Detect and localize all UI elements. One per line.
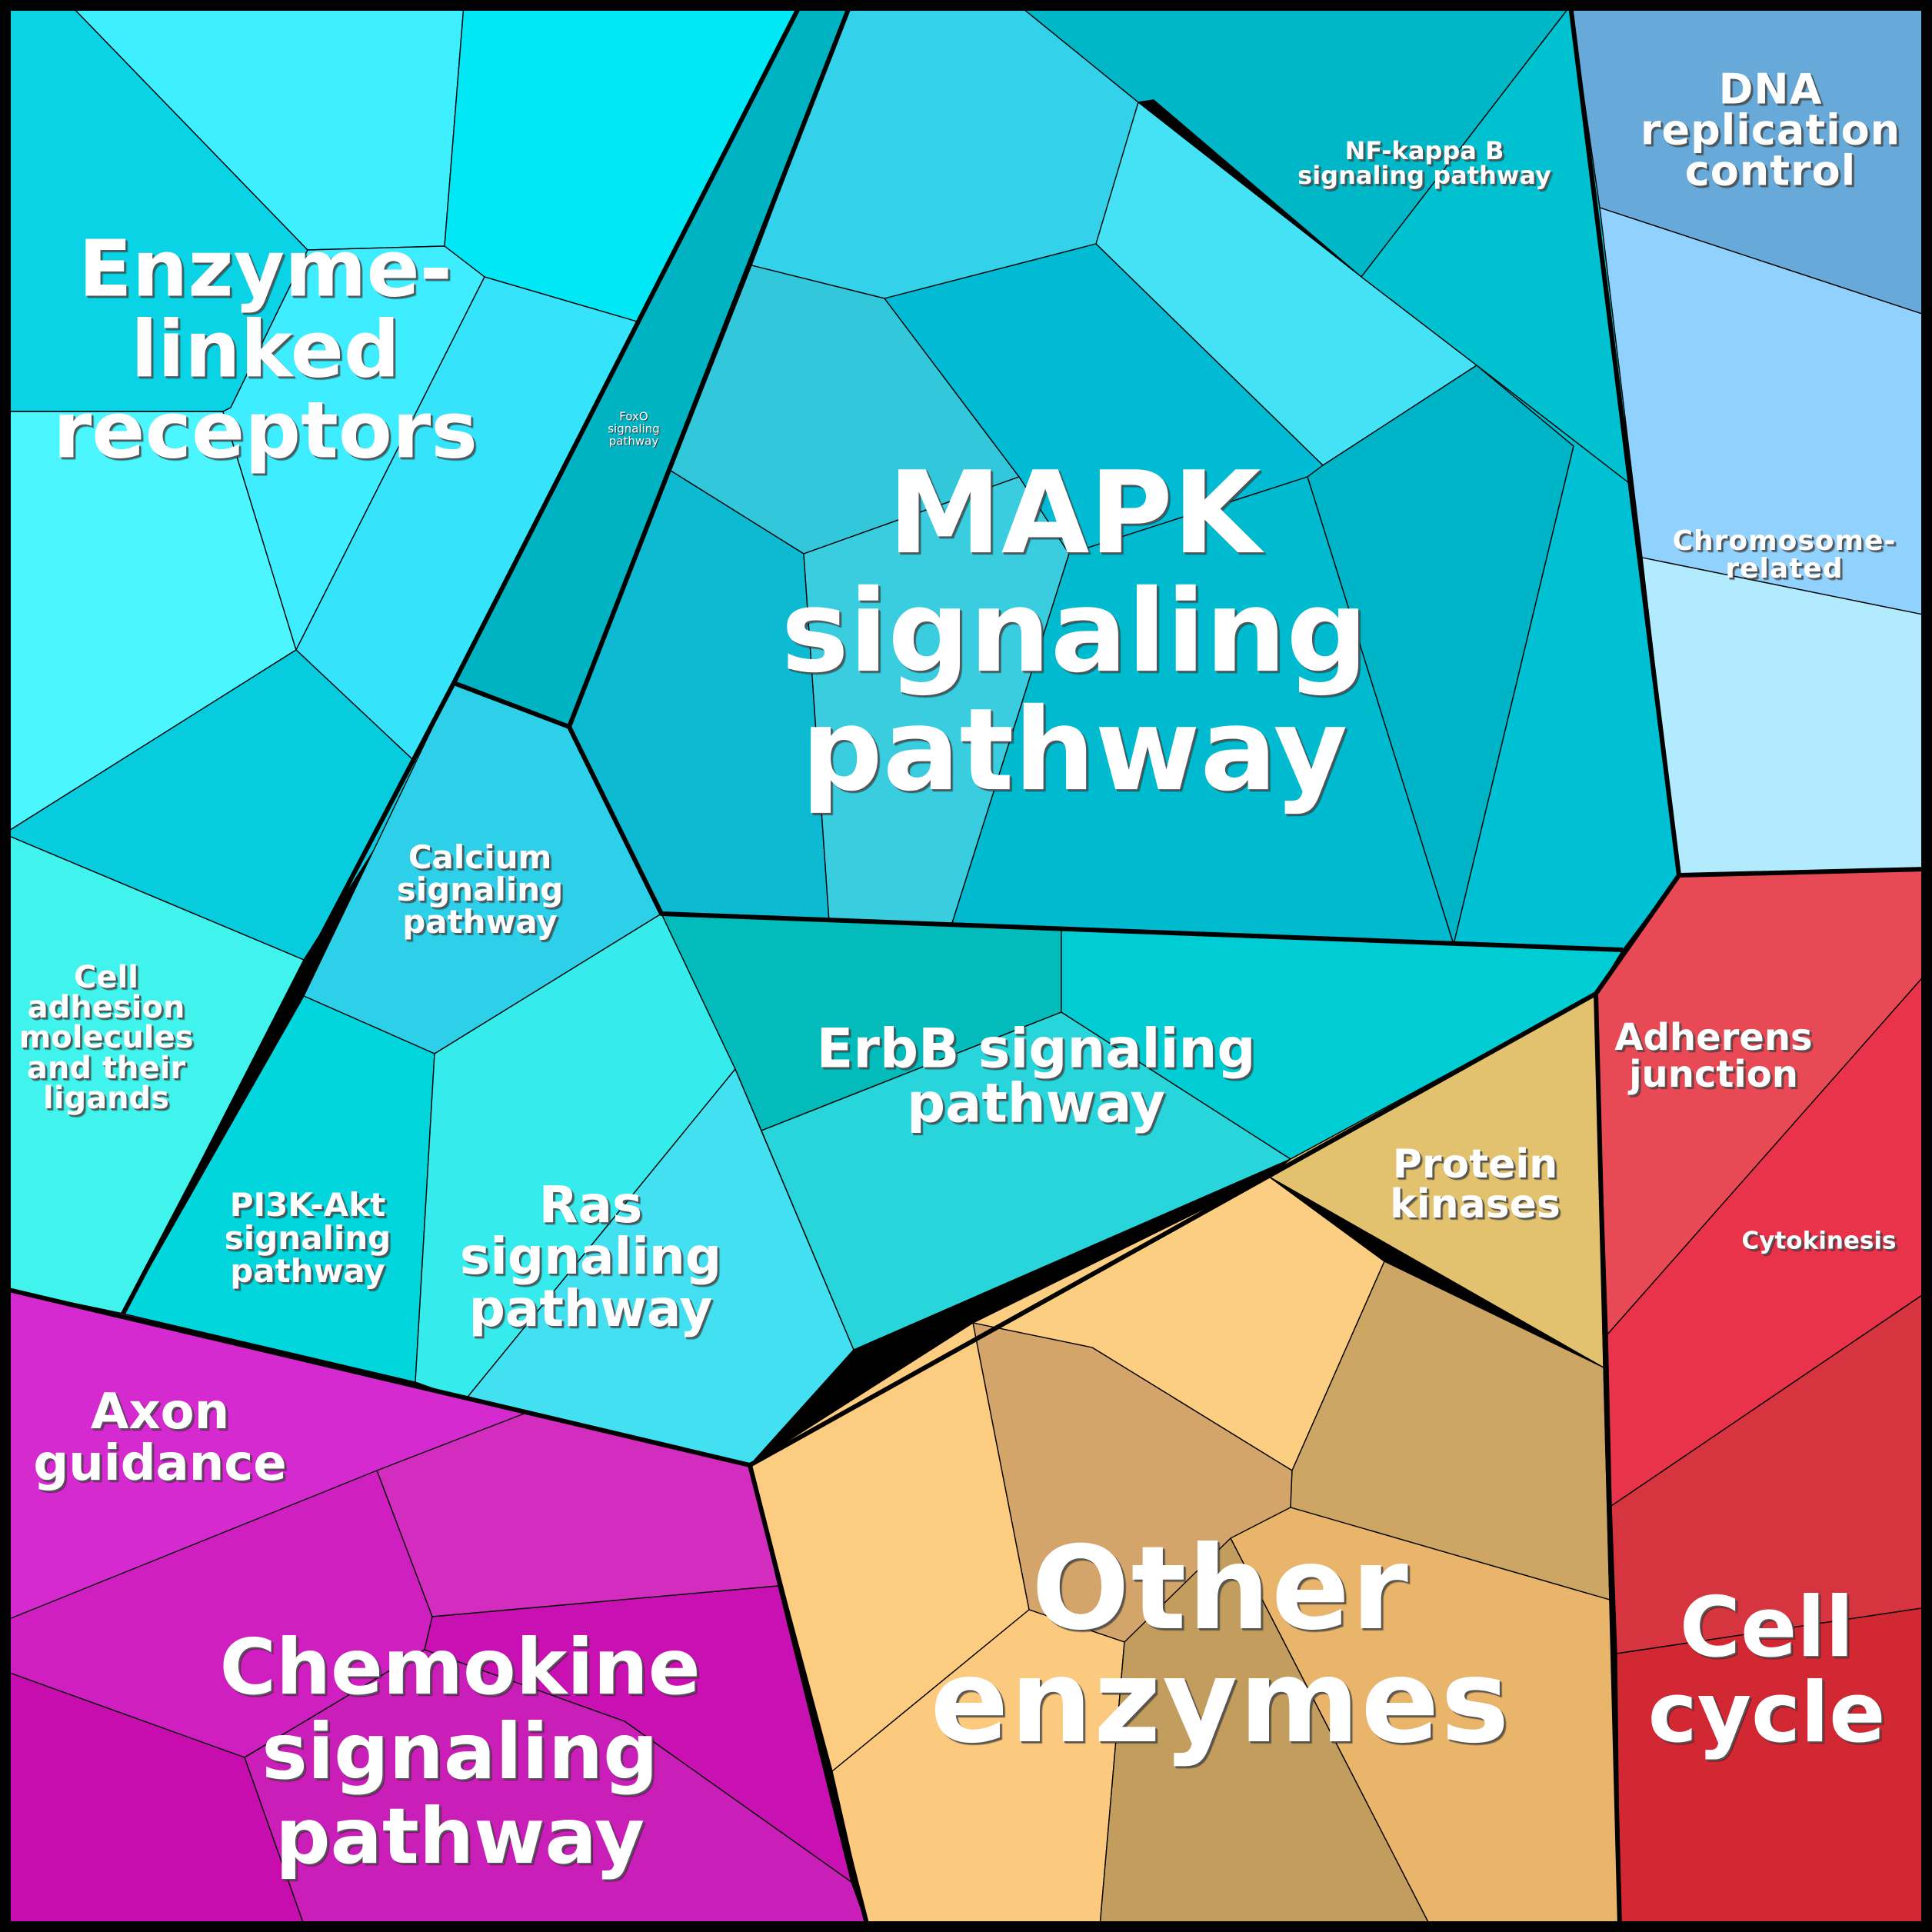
group-border-5 <box>748 1464 870 1927</box>
cell-cell-cycle-k4[interactable] <box>1616 1607 1927 1927</box>
group-border-layer <box>5 4 1927 1927</box>
cell-layer <box>5 5 1927 1927</box>
group-border-6 <box>452 681 571 729</box>
group-border-1 <box>567 4 1624 952</box>
